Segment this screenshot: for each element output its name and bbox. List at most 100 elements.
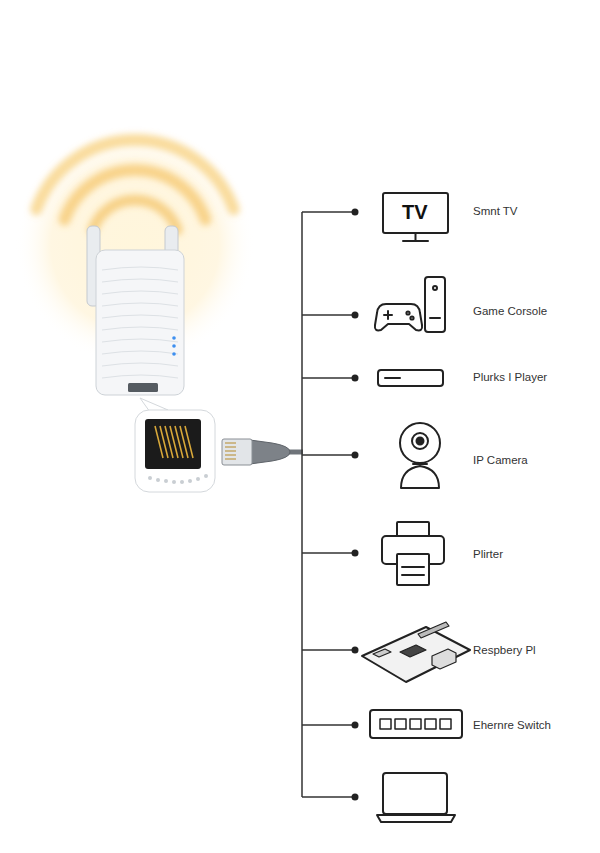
vent (148, 476, 152, 480)
laptop-icon (377, 773, 455, 822)
bus-branch (302, 211, 355, 213)
plug-boot (250, 440, 290, 464)
bus-branch (302, 314, 355, 316)
bus-trunk (301, 212, 303, 797)
tv-icon (383, 193, 448, 241)
bus-dots (352, 209, 359, 801)
signal-arc (93, 200, 178, 230)
ridge (102, 375, 178, 378)
bus-lines (302, 212, 355, 797)
bus-dot (352, 452, 359, 459)
console-button (433, 286, 437, 290)
device-node: Game Corsole (473, 305, 549, 321)
switch-port (410, 719, 421, 729)
ridge (102, 327, 178, 330)
plug-body (222, 439, 252, 465)
camera-head (400, 423, 440, 463)
bus-dot (352, 312, 359, 319)
status-led (172, 352, 176, 356)
pad-button (410, 316, 413, 319)
extender-body (96, 250, 184, 395)
contact (225, 443, 236, 444)
camera-base (401, 466, 439, 488)
switch-port (380, 719, 391, 729)
bus-branch (302, 454, 355, 456)
contact (225, 455, 236, 456)
printer-icon (382, 522, 444, 585)
inset-frame (135, 410, 215, 492)
vent (204, 474, 208, 478)
paper-line (402, 566, 424, 568)
player-slot (385, 377, 400, 379)
paper-line (402, 574, 424, 576)
wifi-extender (87, 226, 184, 395)
vent (180, 480, 184, 484)
vent (164, 479, 168, 483)
device-label: Ehernre Switch (473, 719, 551, 733)
camera-lens (412, 433, 428, 449)
pi-port (432, 649, 456, 669)
icon-text: TV (402, 200, 428, 224)
printer-paper-out (397, 554, 429, 585)
plug-contacts (225, 443, 236, 459)
contact (225, 447, 236, 448)
player-body (378, 370, 443, 386)
gold-pins (155, 426, 193, 458)
ridge (102, 363, 178, 366)
ridge (102, 315, 178, 318)
dpad (387, 311, 389, 319)
vent-holes (148, 474, 208, 484)
bus-dot (352, 794, 359, 801)
body-ridges (102, 267, 178, 378)
pad-button (406, 311, 409, 314)
ridge (102, 291, 178, 294)
switch-body (370, 710, 462, 738)
vent (156, 478, 160, 482)
camera-neck (413, 463, 427, 465)
pin (185, 426, 193, 458)
device-node: Plurks I Player (473, 371, 549, 387)
device-node: IP Camera (473, 454, 530, 470)
contact (225, 459, 236, 460)
bus-branch (302, 796, 355, 798)
device-label: Respbery Pl (473, 644, 536, 658)
vent (188, 479, 192, 483)
tv-stand (403, 240, 428, 242)
raspberry-pi-icon (362, 622, 470, 682)
bus-dot (352, 375, 359, 382)
device-node: TVSmnt TV (383, 200, 520, 226)
ridge (102, 279, 178, 282)
pi-port (373, 649, 391, 657)
device-label: Plirter (473, 548, 503, 562)
bus-branch (302, 552, 355, 554)
bus-dot (352, 647, 359, 654)
device-label: Game Corsole (473, 305, 547, 319)
vent (172, 480, 176, 484)
pi-header (418, 622, 449, 638)
printer-paper-in (397, 522, 429, 536)
vent (196, 477, 200, 481)
device-node: Ehernre Switch (473, 719, 553, 735)
bus-branch (302, 377, 355, 379)
bus-branch (302, 724, 355, 726)
bus-dot (352, 550, 359, 557)
port-socket (145, 419, 201, 469)
console-icon (375, 277, 445, 332)
tv-screen (383, 193, 448, 233)
console-slot (430, 317, 440, 319)
ethernet-cable (222, 439, 303, 465)
pi-board (362, 627, 470, 682)
device-node: Respbery Pl (473, 644, 538, 660)
laptop-screen (383, 773, 447, 814)
gamepad (375, 304, 422, 330)
contact (225, 451, 236, 452)
switch-icon (370, 710, 462, 738)
device-label: Plurks I Player (473, 371, 547, 385)
signal-waves (36, 140, 233, 230)
console-tower (425, 277, 445, 332)
camera-lens (417, 438, 424, 445)
switch-port (440, 719, 451, 729)
status-led (172, 336, 176, 340)
ethernet-port (128, 383, 158, 392)
